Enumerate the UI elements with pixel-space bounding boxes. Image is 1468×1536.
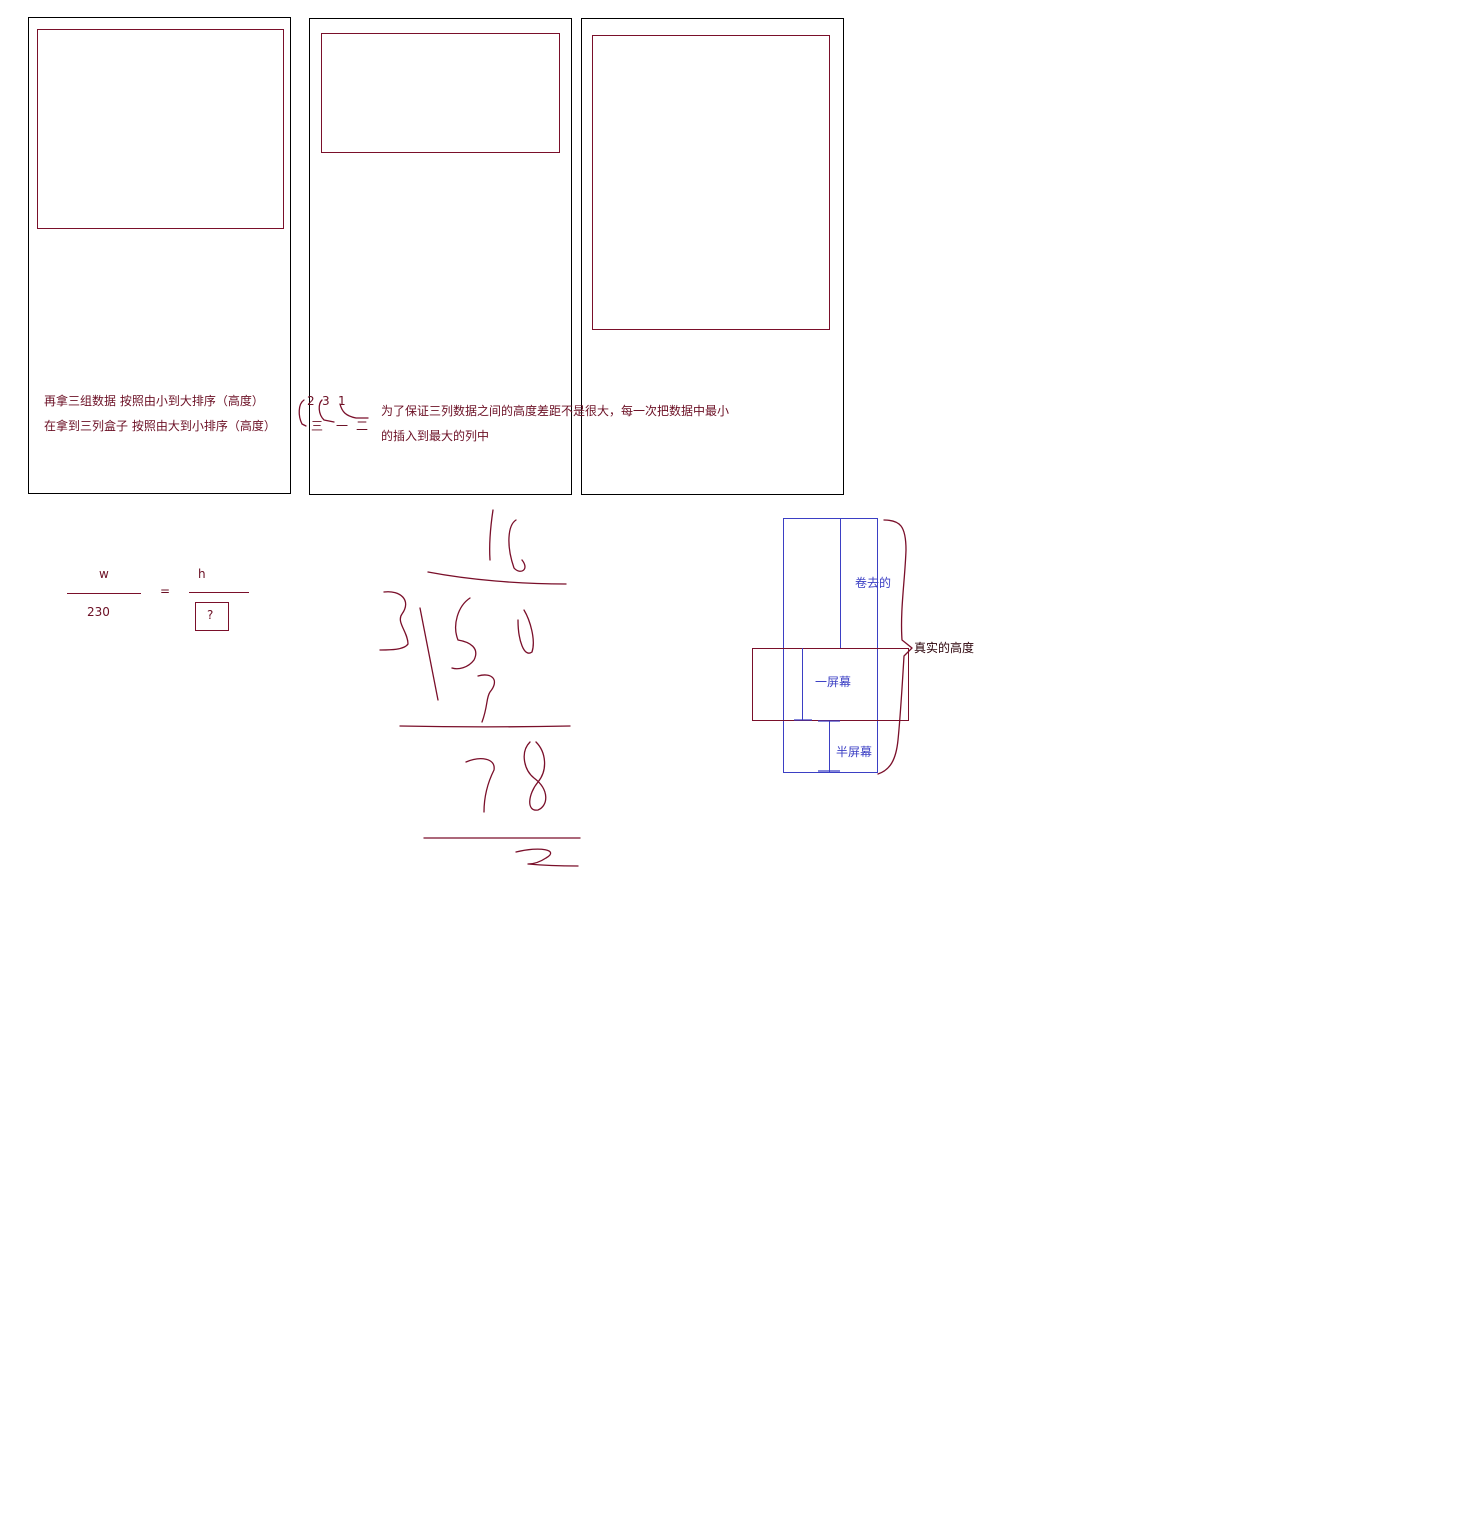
screen-inner-line <box>802 648 803 720</box>
explanation-line-2: 的插入到最大的列中 <box>381 429 490 443</box>
label-half-screen: 半屏幕 <box>836 745 873 759</box>
note-line-2: 在拿到三列盒子 按照由大到小排序（高度） <box>44 419 276 433</box>
order-brace-1 <box>298 399 307 427</box>
hand-digit-8 <box>523 741 547 811</box>
scroll-inner-line <box>840 518 841 649</box>
explanation-line-1: 为了保证三列数据之间的高度差距不是很大，每一次把数据中最小 <box>381 404 730 418</box>
order-mark-3: 二 <box>356 419 369 433</box>
scroll-tall-box <box>783 518 878 773</box>
hand-digit-2c <box>515 848 579 867</box>
hand-digit-1 <box>488 509 494 561</box>
order-brace-2 <box>318 399 335 423</box>
hand-digit-5 <box>451 597 477 670</box>
column-3 <box>581 18 844 495</box>
note-line-1: 再拿三组数据 按照由小到大排序（高度） <box>44 394 264 408</box>
real-height-brace <box>877 519 913 775</box>
ratio-h: h <box>198 567 206 581</box>
ratio-right-fraction-bar <box>189 592 249 593</box>
column-1 <box>28 17 291 494</box>
order-number-3: 1 <box>338 394 346 408</box>
hand-line-top <box>427 571 567 585</box>
label-real-height: 真实的高度 <box>914 641 975 655</box>
order-mark-2: 一 <box>336 419 349 433</box>
ratio-unknown: ? <box>207 608 214 622</box>
label-scrolled: 卷去的 <box>855 576 892 590</box>
half-screen-line <box>829 721 830 772</box>
order-brace-3 <box>339 403 369 419</box>
ratio-unknown-box <box>195 602 229 631</box>
order-mark-1: 三 <box>311 419 324 433</box>
ratio-base: 230 <box>87 605 110 619</box>
ratio-equals: = <box>160 584 171 598</box>
label-one-screen: 一屏幕 <box>815 675 852 689</box>
hand-stroke-1 <box>419 607 439 701</box>
hand-digit-2b <box>465 758 495 813</box>
ratio-left-fraction-bar <box>67 593 141 594</box>
hand-digit-0 <box>517 609 534 654</box>
hand-line-mid <box>399 725 571 728</box>
hand-digit-6 <box>508 519 526 572</box>
item-box-1 <box>37 29 284 229</box>
order-number-1: 2 <box>307 394 315 408</box>
order-number-2: 3 <box>322 394 330 408</box>
hand-digit-3a <box>379 591 409 651</box>
hand-digit-2a <box>477 674 495 723</box>
ratio-w: w <box>99 567 109 581</box>
column-2 <box>309 18 572 495</box>
item-box-2 <box>321 33 560 153</box>
item-box-3 <box>592 35 830 330</box>
